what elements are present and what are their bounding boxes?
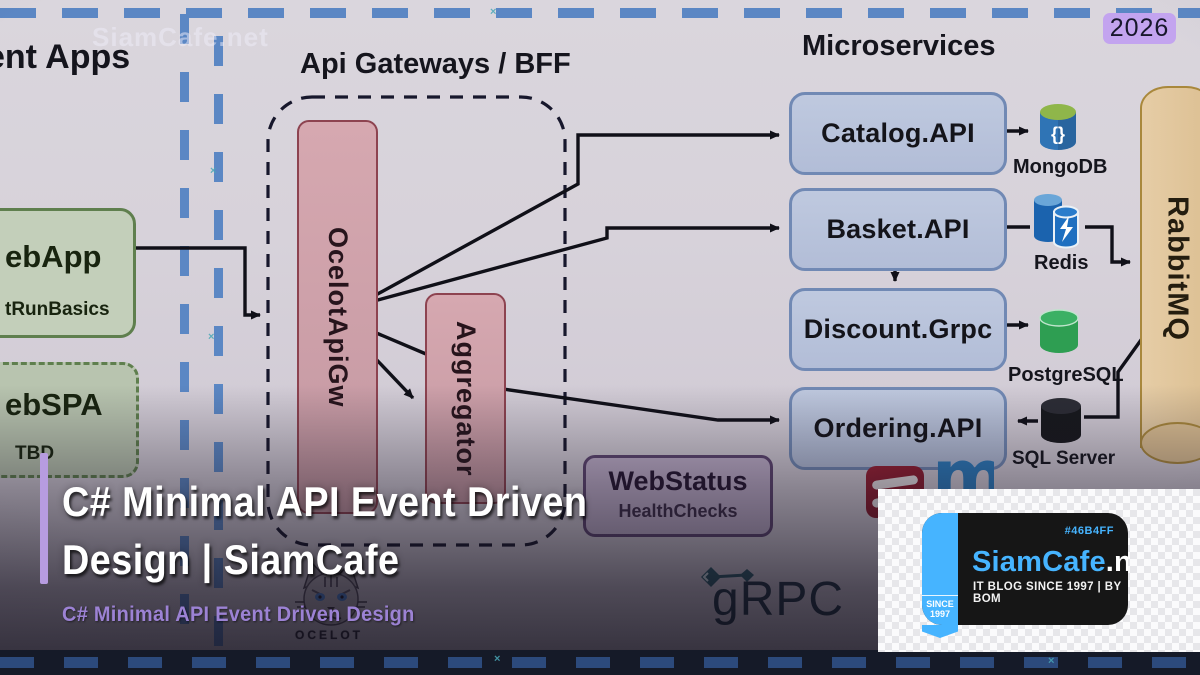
postgresql-label: PostgreSQL [1008, 364, 1124, 386]
aggregator-label: Aggregator [451, 320, 481, 477]
bottom-dashed-line [0, 657, 1200, 668]
artifact-x-mark: × [490, 6, 497, 18]
redis-label: Redis [1034, 252, 1089, 274]
title-line2: Design | SiamCafe [62, 536, 400, 583]
artifact-x-mark: × [208, 331, 215, 343]
grpc-logo-text: gRPC [712, 573, 845, 626]
artifact-x-mark: × [210, 165, 217, 177]
client-apps-label: ent Apps [0, 38, 131, 76]
mongodb-label: MongoDB [1013, 156, 1108, 178]
badge-tagline: IT BLOG SINCE 1997 | BY BOM [973, 581, 1122, 605]
webapp-sublabel: tRunBasics [5, 299, 110, 320]
title-accent-bar [40, 453, 48, 584]
catalog-api-box: Catalog.API [789, 92, 1007, 175]
year-badge: 2026 [1103, 13, 1176, 44]
badge-since-line1: SINCE [926, 599, 954, 609]
sql-server-label: SQL Server [1012, 448, 1116, 469]
redis-icon [1034, 194, 1079, 249]
ocelot-gateway-label: OcelotApiGw [323, 226, 353, 408]
postgresql-icon [1039, 309, 1079, 353]
discount-grpc-label: Discount.Grpc [803, 314, 993, 344]
siamcafe-badge: SINCE 1997 #46B4FF SiamCafe.net IT BLOG … [922, 513, 1128, 625]
rabbitmq-label: RabbitMQ [1161, 195, 1194, 341]
webspa-sublabel: TBD [15, 443, 55, 464]
ocelot-logo-text: OCELOT [295, 628, 363, 642]
bottom-strip [0, 650, 1200, 675]
webspa-box: ebSPA TBD [0, 362, 139, 478]
gateway-section-title: Api Gateways / BFF [300, 48, 571, 80]
aggregator-box: Aggregator [425, 293, 506, 504]
title-line1: C# Minimal API Event Driven [62, 478, 588, 525]
badge-since-ribbon: SINCE 1997 [922, 595, 958, 619]
webapp-box: ebApp tRunBasics [0, 208, 136, 338]
badge-since-line2: 1997 [929, 609, 951, 619]
catalog-api-label: Catalog.API [821, 118, 975, 148]
artifact-x-mark: × [1048, 655, 1055, 667]
badge-blue-stripe: SINCE 1997 [922, 513, 958, 625]
rabbitmq-box: RabbitMQ [1139, 86, 1200, 464]
badge-brand-main: SiamCafe [972, 546, 1106, 578]
subtitle-text: C# Minimal API Event Driven Design [62, 603, 415, 626]
microservices-title: Microservices [802, 30, 996, 62]
webspa-label: ebSPA [5, 387, 103, 422]
webstatus-sublabel: HealthChecks [618, 501, 738, 521]
badge-brand: SiamCafe.net [972, 546, 1128, 579]
blue-logo-partial: m [932, 436, 994, 492]
sql-server-icon [1041, 398, 1081, 443]
badge-hex-label: #46B4FF [1064, 525, 1114, 537]
artifact-x-mark: × [494, 653, 501, 665]
basket-api-box: Basket.API [789, 188, 1007, 271]
webapp-label: ebApp [5, 239, 102, 274]
basket-api-label: Basket.API [826, 214, 970, 244]
webstatus-label: WebStatus [608, 466, 748, 496]
badge-brand-suffix: .net [1105, 546, 1128, 578]
ocelot-gateway-box: OcelotApiGw [297, 120, 378, 514]
webstatus-box: WebStatus HealthChecks [583, 455, 773, 537]
mongodb-braces-glyph: {} [1051, 124, 1065, 144]
mongodb-icon: {} [1040, 104, 1076, 150]
discount-grpc-box: Discount.Grpc [789, 288, 1007, 371]
